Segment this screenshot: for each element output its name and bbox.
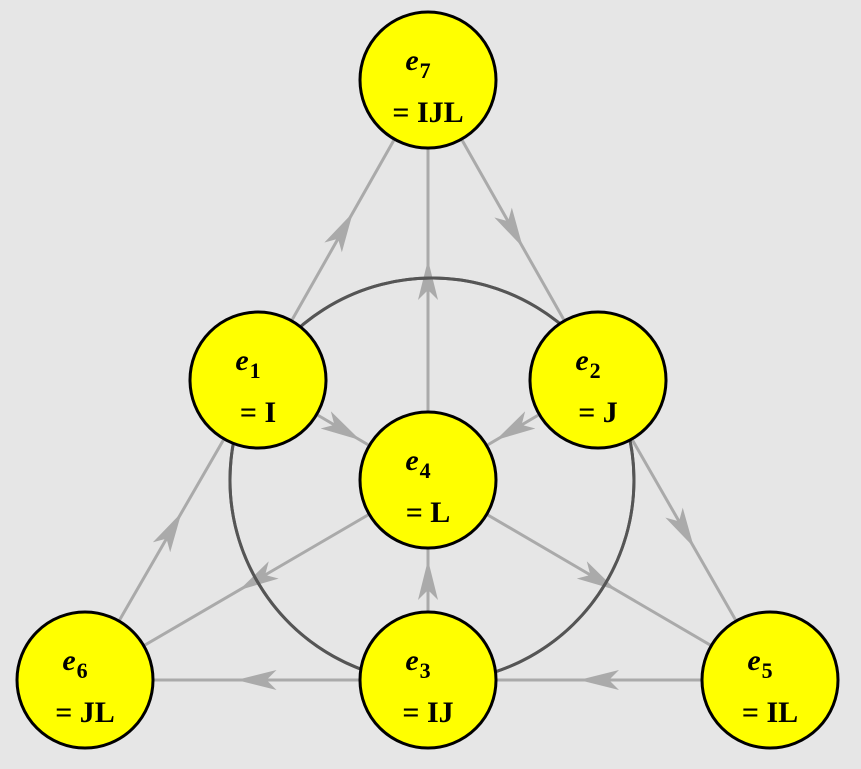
node-label: e4 — [405, 444, 430, 483]
node-e3: e3 = IJ — [358, 610, 498, 750]
node-label: e5 — [747, 644, 772, 683]
node-circle — [188, 310, 328, 450]
node-label: e3 — [405, 644, 430, 683]
node-e1: e1 = I — [188, 310, 328, 450]
node-value: = IL — [742, 696, 798, 729]
node-value: = J — [578, 396, 618, 429]
node-e5: e5 = IL — [700, 610, 840, 750]
node-circle — [700, 610, 840, 750]
node-label: e6 — [62, 644, 87, 683]
node-label: e1 — [235, 344, 260, 383]
node-value: = I — [240, 396, 276, 429]
node-e4: e4 = L — [358, 410, 498, 550]
node-label: e7 — [405, 44, 430, 83]
node-e2: e2 = J — [528, 310, 668, 450]
nodes-layer: e1 = I e2 = J e3 = IJ e4 = L e5 = IL e6 = JL e7 = IJL — [15, 10, 840, 750]
node-label: e2 — [575, 344, 600, 383]
node-circle — [528, 310, 668, 450]
node-circle — [15, 610, 155, 750]
node-e7: e7 = IJL — [358, 10, 498, 150]
node-value: = JL — [55, 696, 115, 729]
node-e6: e6 = JL — [15, 610, 155, 750]
node-value: = L — [406, 496, 451, 529]
node-value: = IJL — [392, 96, 463, 129]
node-circle — [358, 10, 498, 150]
node-value: = IJ — [402, 696, 453, 729]
node-circle — [358, 410, 498, 550]
node-circle — [358, 610, 498, 750]
